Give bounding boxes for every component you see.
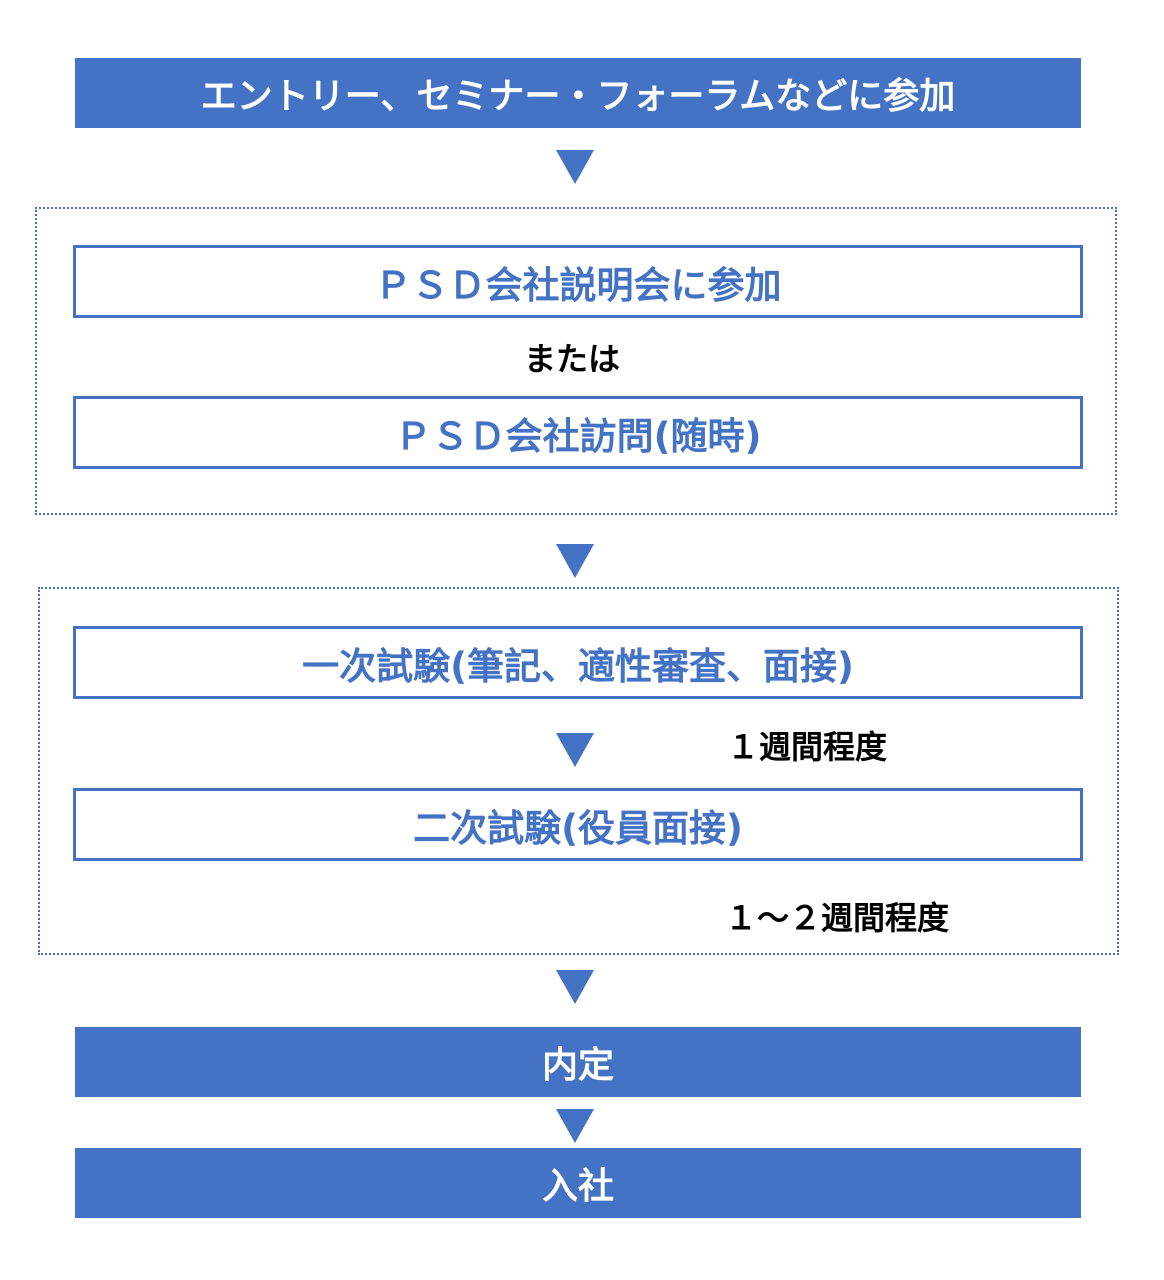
arrow-down-icon	[556, 1109, 594, 1143]
step-joining: 入社	[75, 1148, 1081, 1218]
step-first-exam: 一次試験(筆記、適性審査、面接)	[73, 626, 1083, 699]
step-offer: 内定	[75, 1027, 1081, 1097]
arrow-down-icon	[556, 544, 594, 578]
step-offer-label: 内定	[541, 1045, 614, 1086]
arrow-down-icon	[556, 970, 594, 1004]
step-second-exam: 二次試験(役員面接)	[73, 788, 1083, 861]
duration-first: １週間程度	[727, 728, 888, 766]
group-exams	[38, 587, 1119, 955]
step-briefing-label: ＰＳＤ会社説明会に参加	[374, 263, 782, 307]
step-entry-label: エントリー、セミナー・フォーラムなどに参加	[200, 76, 956, 117]
step-first-exam-label: 一次試験(筆記、適性審査、面接)	[302, 644, 854, 688]
duration-second: １～２週間程度	[725, 899, 950, 937]
group-company-contact	[35, 207, 1117, 515]
step-joining-label: 入社	[541, 1166, 614, 1207]
step-briefing: ＰＳＤ会社説明会に参加	[73, 245, 1083, 318]
step-second-exam-label: 二次試験(役員面接)	[413, 806, 743, 850]
step-visit: ＰＳＤ会社訪問(随時)	[73, 396, 1083, 469]
or-label: または	[524, 340, 621, 378]
step-visit-label: ＰＳＤ会社訪問(随時)	[394, 414, 762, 458]
arrow-down-icon	[556, 150, 594, 184]
step-entry: エントリー、セミナー・フォーラムなどに参加	[75, 58, 1081, 128]
arrow-down-icon	[556, 733, 594, 767]
